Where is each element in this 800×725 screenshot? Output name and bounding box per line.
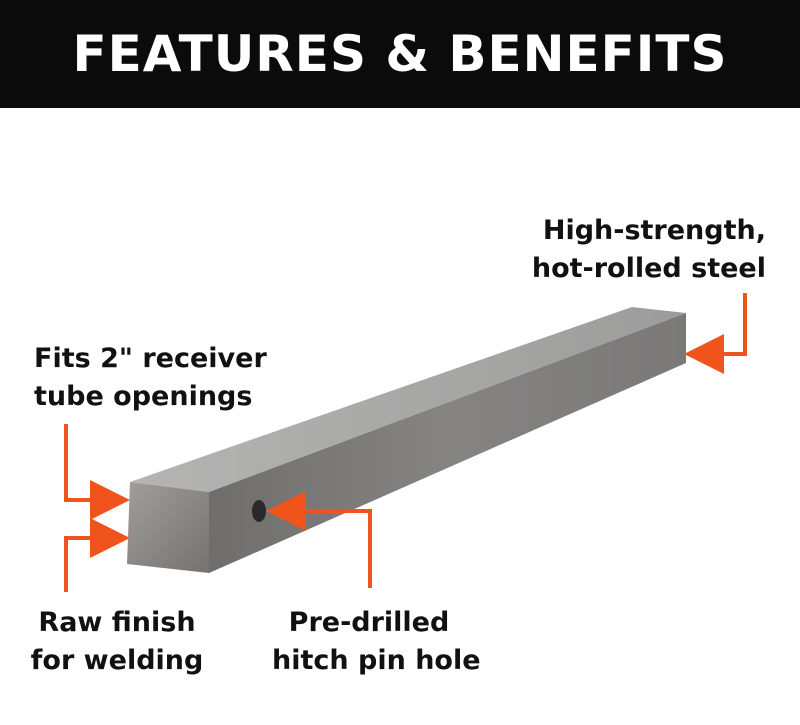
callout-fits-line1: Fits 2" receiver — [34, 343, 267, 374]
callout-raw: Raw finish for welding — [30, 604, 204, 680]
hitch-pin-hole — [252, 500, 266, 522]
callout-raw-line2: for welding — [30, 645, 204, 676]
arrow-steel — [684, 293, 747, 374]
callout-hole: Pre-drilled hitch pin hole — [272, 604, 481, 680]
callout-steel-line2: hot-rolled steel — [531, 253, 766, 284]
callout-fits-line2: tube openings — [34, 381, 253, 412]
bar-end-face — [127, 482, 209, 573]
callout-fits: Fits 2" receiver tube openings — [34, 340, 267, 416]
bar-top-face — [130, 307, 686, 492]
callout-steel: High-strength, hot-rolled steel — [532, 212, 766, 288]
steel-bar — [127, 307, 686, 573]
callout-arrows — [64, 293, 747, 592]
arrow-fits — [64, 424, 130, 520]
callout-hole-line1: Pre-drilled — [288, 607, 450, 638]
callout-steel-line1: High-strength, — [542, 215, 766, 246]
header-banner: FEATURES & BENEFITS — [0, 0, 800, 108]
callout-hole-line2: hitch pin hole — [272, 645, 481, 676]
callout-raw-line1: Raw finish — [38, 607, 196, 638]
arrow-hole — [266, 491, 372, 588]
bar-side-face — [209, 313, 686, 573]
page-title: FEATURES & BENEFITS — [72, 25, 728, 83]
product-illustration — [64, 293, 747, 592]
arrow-raw — [64, 518, 130, 592]
